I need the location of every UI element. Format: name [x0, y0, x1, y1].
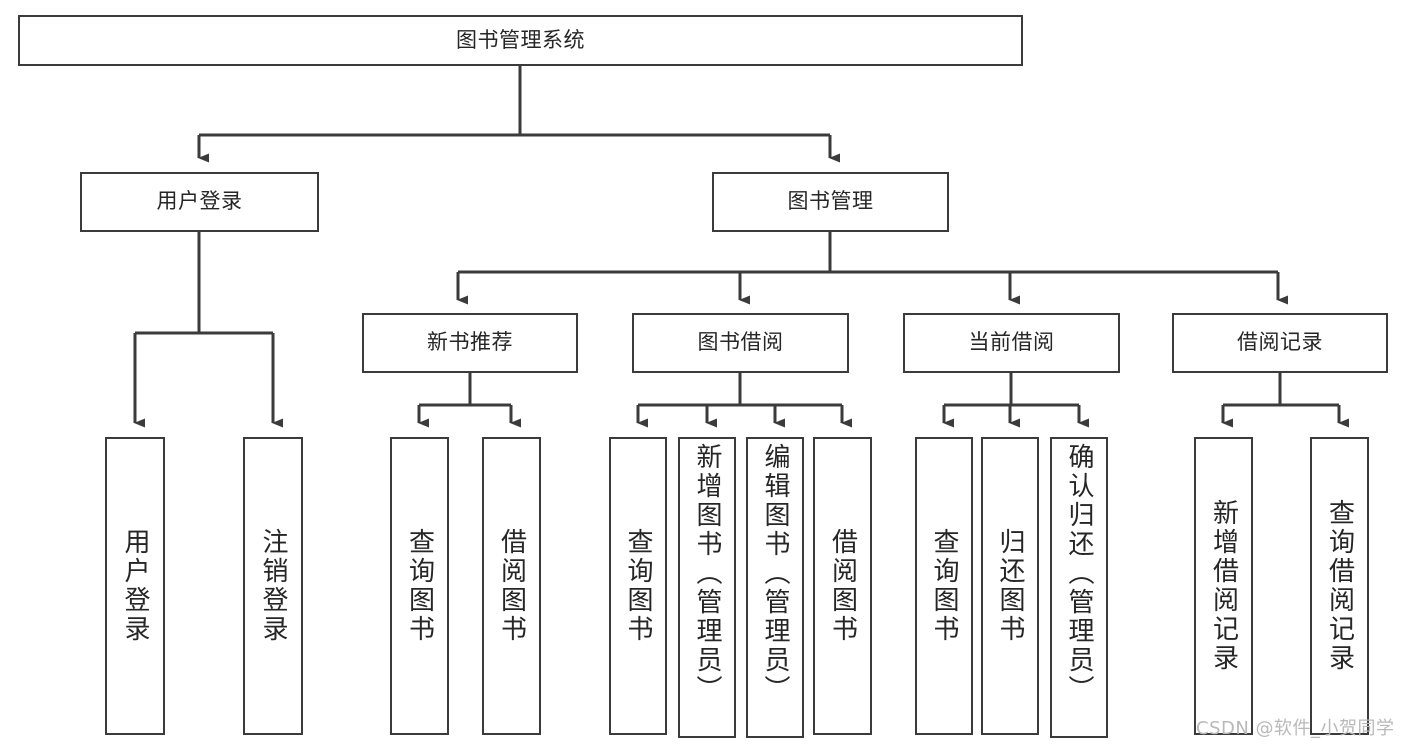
node-user-login-label: 用户登录: [156, 189, 243, 214]
leaf-cb-confirm-return[interactable]: 确认归还（管理员）: [1050, 437, 1108, 738]
node-book-borrow[interactable]: 图书借阅: [632, 313, 849, 373]
leaf-logout-label: 注销登录: [258, 528, 289, 644]
node-new-book-rec[interactable]: 新书推荐: [362, 313, 578, 373]
leaf-bb-add-book-label: 新增图书（管理员）: [692, 443, 723, 704]
leaf-br-query-record-label: 查询借阅记录: [1324, 499, 1355, 673]
node-book-manage[interactable]: 图书管理: [712, 172, 949, 232]
leaf-user-login-label: 用户登录: [120, 528, 151, 644]
node-book-borrow-label: 图书借阅: [697, 330, 784, 355]
node-borrow-record-label: 借阅记录: [1237, 330, 1323, 355]
leaf-cb-return-book-label: 归还图书: [995, 528, 1026, 644]
node-root[interactable]: 图书管理系统: [18, 15, 1023, 66]
leaf-bb-edit-book-label: 编辑图书（管理员）: [760, 443, 791, 704]
node-current-borrow-label: 当前借阅: [968, 330, 1055, 355]
leaf-rec-query-book[interactable]: 查询图书: [390, 437, 449, 735]
leaf-bb-edit-book[interactable]: 编辑图书（管理员）: [746, 437, 804, 738]
leaf-bb-add-book[interactable]: 新增图书（管理员）: [678, 437, 736, 738]
leaf-cb-query-book[interactable]: 查询图书: [915, 437, 973, 735]
leaf-br-add-record[interactable]: 新增借阅记录: [1194, 437, 1253, 735]
leaf-br-add-record-label: 新增借阅记录: [1208, 499, 1239, 673]
leaf-logout[interactable]: 注销登录: [243, 437, 303, 735]
watermark: CSDN @软件_小贺同学: [1196, 718, 1395, 739]
leaf-br-query-record[interactable]: 查询借阅记录: [1310, 437, 1369, 735]
leaf-cb-query-book-label: 查询图书: [929, 528, 960, 644]
leaf-user-login[interactable]: 用户登录: [105, 437, 165, 735]
leaf-bb-query-book-label: 查询图书: [623, 528, 654, 644]
leaf-rec-borrow-book-label: 借阅图书: [496, 528, 527, 644]
leaf-cb-confirm-return-label: 确认归还（管理员）: [1064, 443, 1095, 704]
leaf-rec-borrow-book[interactable]: 借阅图书: [482, 437, 541, 735]
leaf-bb-borrow-book[interactable]: 借阅图书: [813, 437, 872, 735]
leaf-bb-query-book[interactable]: 查询图书: [609, 437, 667, 735]
node-new-book-rec-label: 新书推荐: [427, 330, 513, 355]
node-borrow-record[interactable]: 借阅记录: [1172, 313, 1388, 373]
leaf-rec-query-book-label: 查询图书: [404, 528, 435, 644]
node-current-borrow[interactable]: 当前借阅: [903, 313, 1120, 373]
node-user-login[interactable]: 用户登录: [80, 172, 319, 232]
node-root-label: 图书管理系统: [456, 27, 585, 52]
leaf-cb-return-book[interactable]: 归还图书: [981, 437, 1039, 735]
node-book-manage-label: 图书管理: [787, 189, 874, 214]
leaf-bb-borrow-book-label: 借阅图书: [827, 528, 858, 644]
